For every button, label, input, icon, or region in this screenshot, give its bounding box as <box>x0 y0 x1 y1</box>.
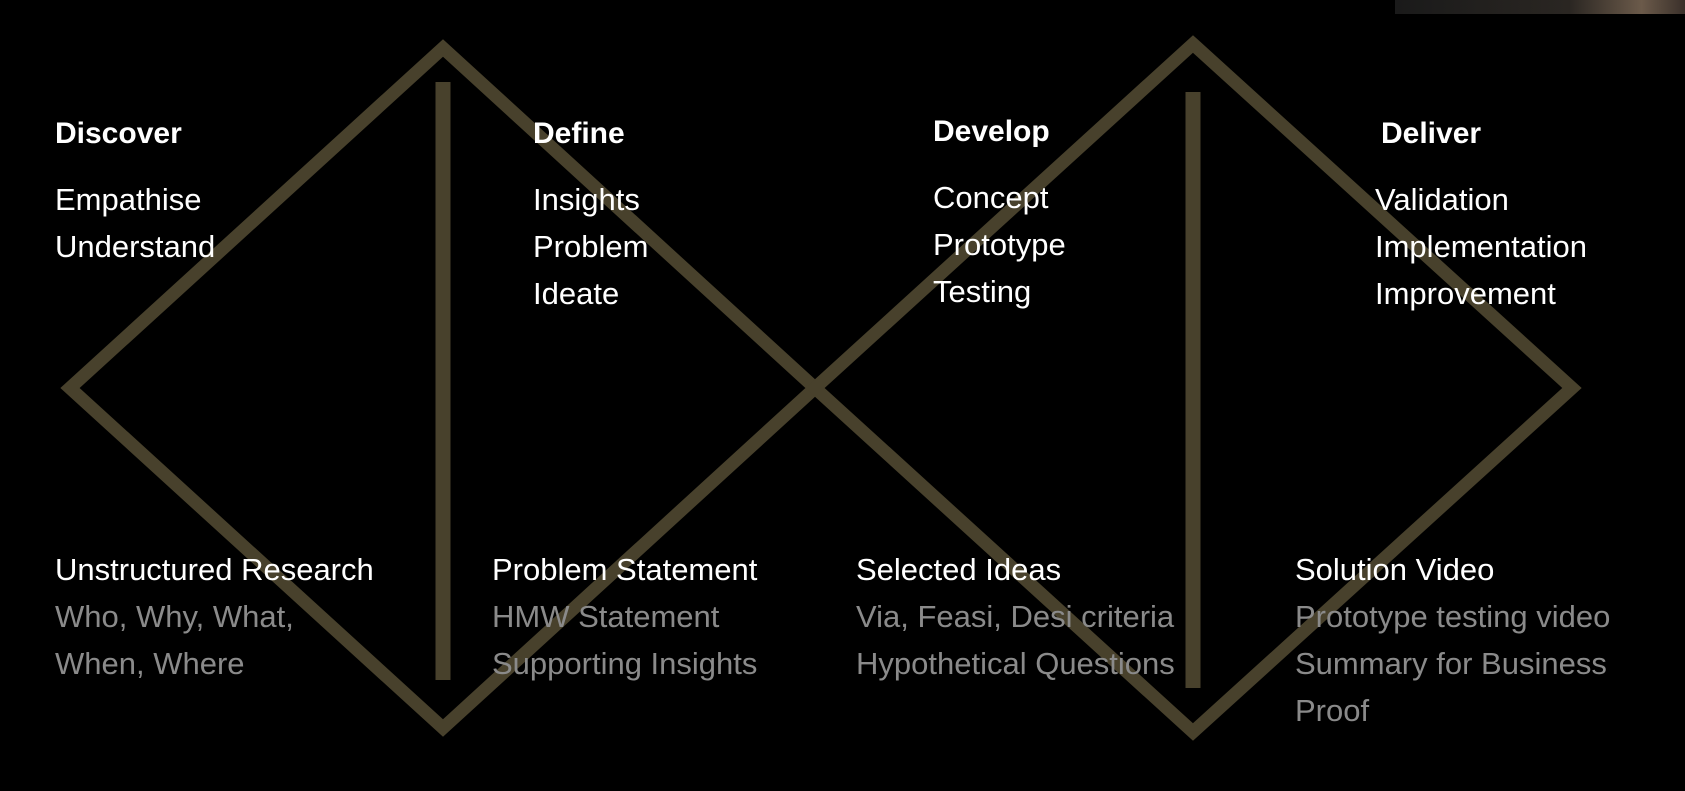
stage-develop: Develop Concept Prototype Testing <box>933 114 1066 315</box>
first-diamond-outline <box>60 39 825 737</box>
output-detail: Who, Why, What, <box>55 599 294 634</box>
output-detail: Via, Feasi, Desi criteria <box>856 599 1175 634</box>
stage-item: Concept <box>933 180 1049 215</box>
second-diamond-outline <box>805 35 1582 741</box>
output-title: Selected Ideas <box>856 552 1062 587</box>
stage-item: Problem <box>533 229 649 264</box>
stage-item: Testing <box>933 274 1032 309</box>
stage-item: Improvement <box>1375 276 1556 311</box>
output-title: Solution Video <box>1295 552 1495 587</box>
stage-item: Ideate <box>533 276 620 311</box>
stage-item: Validation <box>1375 182 1509 217</box>
output-detail: Supporting Insights <box>492 646 758 681</box>
output-develop: Selected Ideas Via, Feasi, Desi criteria… <box>856 546 1175 687</box>
output-define: Problem Statement HMW Statement Supporti… <box>492 546 757 687</box>
output-title: Problem Statement <box>492 552 758 587</box>
output-discover: Unstructured Research Who, Why, What, Wh… <box>55 546 374 687</box>
stage-item: Understand <box>55 229 216 264</box>
stage-title: Deliver <box>1381 117 1482 150</box>
stage-item: Empathise <box>55 182 202 217</box>
output-detail: When, Where <box>55 646 245 681</box>
stage-discover: Discover Empathise Understand <box>55 116 215 270</box>
stage-item: Insights <box>533 182 640 217</box>
output-detail: Hypothetical Questions <box>856 646 1175 681</box>
stage-define: Define Insights Problem Ideate <box>533 116 648 317</box>
output-deliver: Solution Video Prototype testing video S… <box>1295 546 1610 734</box>
output-detail: Prototype testing video <box>1295 599 1611 634</box>
stage-item: Implementation <box>1375 229 1587 264</box>
presenter-video-thumbnail <box>1395 0 1685 14</box>
output-title: Unstructured Research <box>55 552 374 587</box>
stage-item: Prototype <box>933 227 1066 262</box>
output-detail: HMW Statement <box>492 599 720 634</box>
stage-deliver: Deliver Validation Implementation Improv… <box>1375 116 1587 317</box>
stage-title: Develop <box>933 115 1050 148</box>
output-detail: Proof <box>1295 693 1370 728</box>
stage-title: Discover <box>55 117 182 150</box>
stage-title: Define <box>533 117 625 150</box>
output-detail: Summary for Business <box>1295 646 1607 681</box>
